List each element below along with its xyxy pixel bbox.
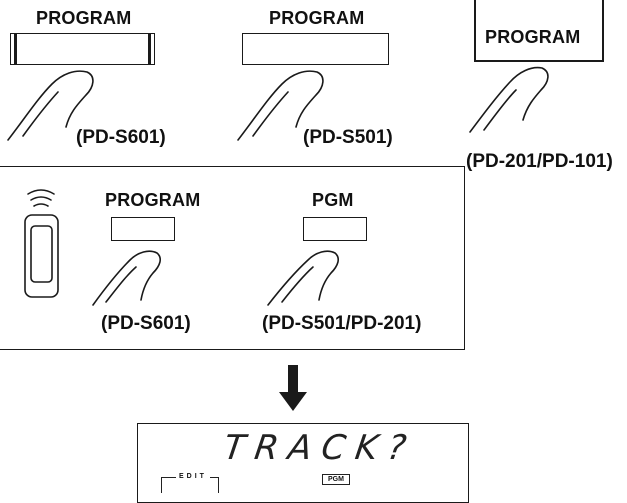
pd-s501-caption: (PD-S501) <box>303 127 393 148</box>
pgm-indicator: PGM <box>322 474 350 485</box>
pd-s501-program-button[interactable] <box>242 33 389 65</box>
pd-s601-caption: (PD-S601) <box>76 127 166 148</box>
finger-pd-s601 <box>7 70 94 141</box>
edit-indicator: EDIT <box>176 473 210 480</box>
finger-pd-201 <box>469 66 549 133</box>
remote-panel <box>0 166 465 350</box>
remote-pgm-label: PGM <box>312 190 354 210</box>
finger-remote-program-inner <box>105 266 137 303</box>
finger-pd-201-inner <box>483 89 517 131</box>
pd-s601-program-button[interactable] <box>10 33 155 65</box>
remote-signal-wave-1 <box>33 203 49 207</box>
down-arrow <box>279 365 307 411</box>
remote-pgm-button[interactable] <box>303 217 367 241</box>
button-end-right <box>148 34 151 64</box>
finger-pd-s501 <box>237 70 324 141</box>
finger-pd-s601-inner <box>22 91 59 137</box>
pd-s501-program-label: PROGRAM <box>269 8 365 28</box>
pd-201-caption: (PD-201/PD-101) <box>466 151 613 172</box>
button-end-left <box>14 34 17 64</box>
pd-201-program-label: PROGRAM <box>485 27 581 47</box>
remote-program-button[interactable] <box>111 217 175 241</box>
remote-body <box>24 214 59 298</box>
finger-remote-pgm-inner <box>281 266 314 303</box>
remote-screen <box>30 225 53 283</box>
finger-remote-program <box>92 250 162 306</box>
pd-s601-program-label: PROGRAM <box>36 8 132 28</box>
remote-program-label: PROGRAM <box>105 190 201 210</box>
pd-201-program-button[interactable] <box>474 0 604 62</box>
display-text: TRACK? <box>221 428 419 468</box>
finger-pd-s501-inner <box>252 91 289 137</box>
finger-remote-pgm <box>267 250 340 306</box>
remote-signal-wave-2 <box>30 196 52 201</box>
remote-signal-wave-3 <box>27 189 55 195</box>
remote-left-caption: (PD-S601) <box>101 313 191 334</box>
remote-right-caption: (PD-S501/PD-201) <box>262 313 422 334</box>
